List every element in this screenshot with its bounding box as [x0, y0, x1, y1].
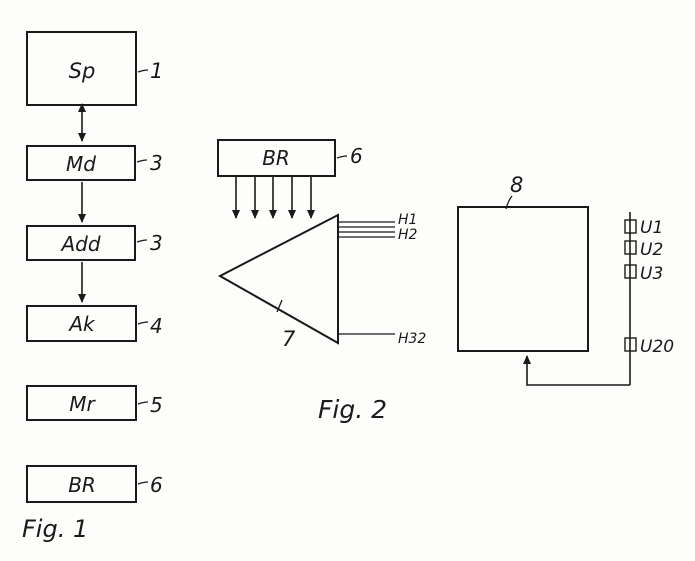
- leader-box-8: [505, 195, 513, 210]
- box-8-ref: 8: [510, 173, 523, 197]
- unit-u1-square: [624, 219, 637, 234]
- block-sp-label: Sp: [69, 59, 96, 83]
- leader-ak: [137, 321, 149, 325]
- figure-3: 8 U1 U2 U3 U20: [457, 173, 674, 386]
- unit-u2-label: U2: [640, 240, 663, 260]
- block-ak-label: Ak: [67, 312, 96, 336]
- block-md-ref: 3: [150, 151, 163, 175]
- block-ak-ref: 4: [150, 314, 163, 338]
- unit-u1-label: U1: [640, 218, 663, 238]
- feedback-arrow: [523, 355, 630, 386]
- block-add-label: Add: [59, 232, 100, 256]
- block-ak: [26, 305, 137, 342]
- figure-1: Sp 1 Md 3 Add 3 Ak 4 Mr 5 BR 6: [22, 31, 163, 543]
- figure-2: BR 6 7 H1 H2 H32 Fig. 2: [217, 139, 426, 424]
- block-add-ref: 3: [150, 231, 163, 255]
- block-sp-ref: 1: [150, 59, 163, 83]
- unit-u2-square: [624, 240, 637, 255]
- leader-add: [136, 239, 148, 243]
- output-h2-label: H2: [398, 227, 418, 243]
- leader-register: [336, 155, 348, 159]
- unit-u3-square: [624, 264, 637, 279]
- network-triangle: [217, 213, 339, 345]
- network-ref: 7: [282, 327, 296, 351]
- box-8: [457, 206, 589, 352]
- output-h32-label: H32: [398, 331, 426, 347]
- block-mr: [26, 385, 137, 421]
- leader-mr: [137, 401, 149, 405]
- block-br: [26, 465, 137, 503]
- figure-1-caption: Fig. 1: [22, 515, 88, 543]
- output-h1-label: H1: [398, 212, 417, 228]
- leader-sp: [137, 69, 149, 73]
- figure-2-caption: Fig. 2: [318, 395, 387, 424]
- block-br-ref: 6: [150, 473, 163, 497]
- block-br-label: BR: [68, 473, 96, 497]
- block-mr-label: Mr: [69, 392, 96, 416]
- unit-u20-label: U20: [640, 337, 674, 357]
- block-add: [26, 225, 136, 261]
- block-md-label: Md: [66, 152, 96, 176]
- block-md: [26, 145, 136, 181]
- unit-u3-label: U3: [640, 264, 663, 284]
- block-mr-ref: 5: [150, 393, 163, 417]
- leader-network: [276, 299, 283, 313]
- register-br-ref: 6: [350, 144, 363, 168]
- register-br-label: BR: [262, 146, 290, 170]
- register-br: [217, 139, 336, 177]
- leader-br: [137, 481, 149, 485]
- leader-md: [136, 159, 148, 163]
- unit-u20-square: [624, 337, 637, 352]
